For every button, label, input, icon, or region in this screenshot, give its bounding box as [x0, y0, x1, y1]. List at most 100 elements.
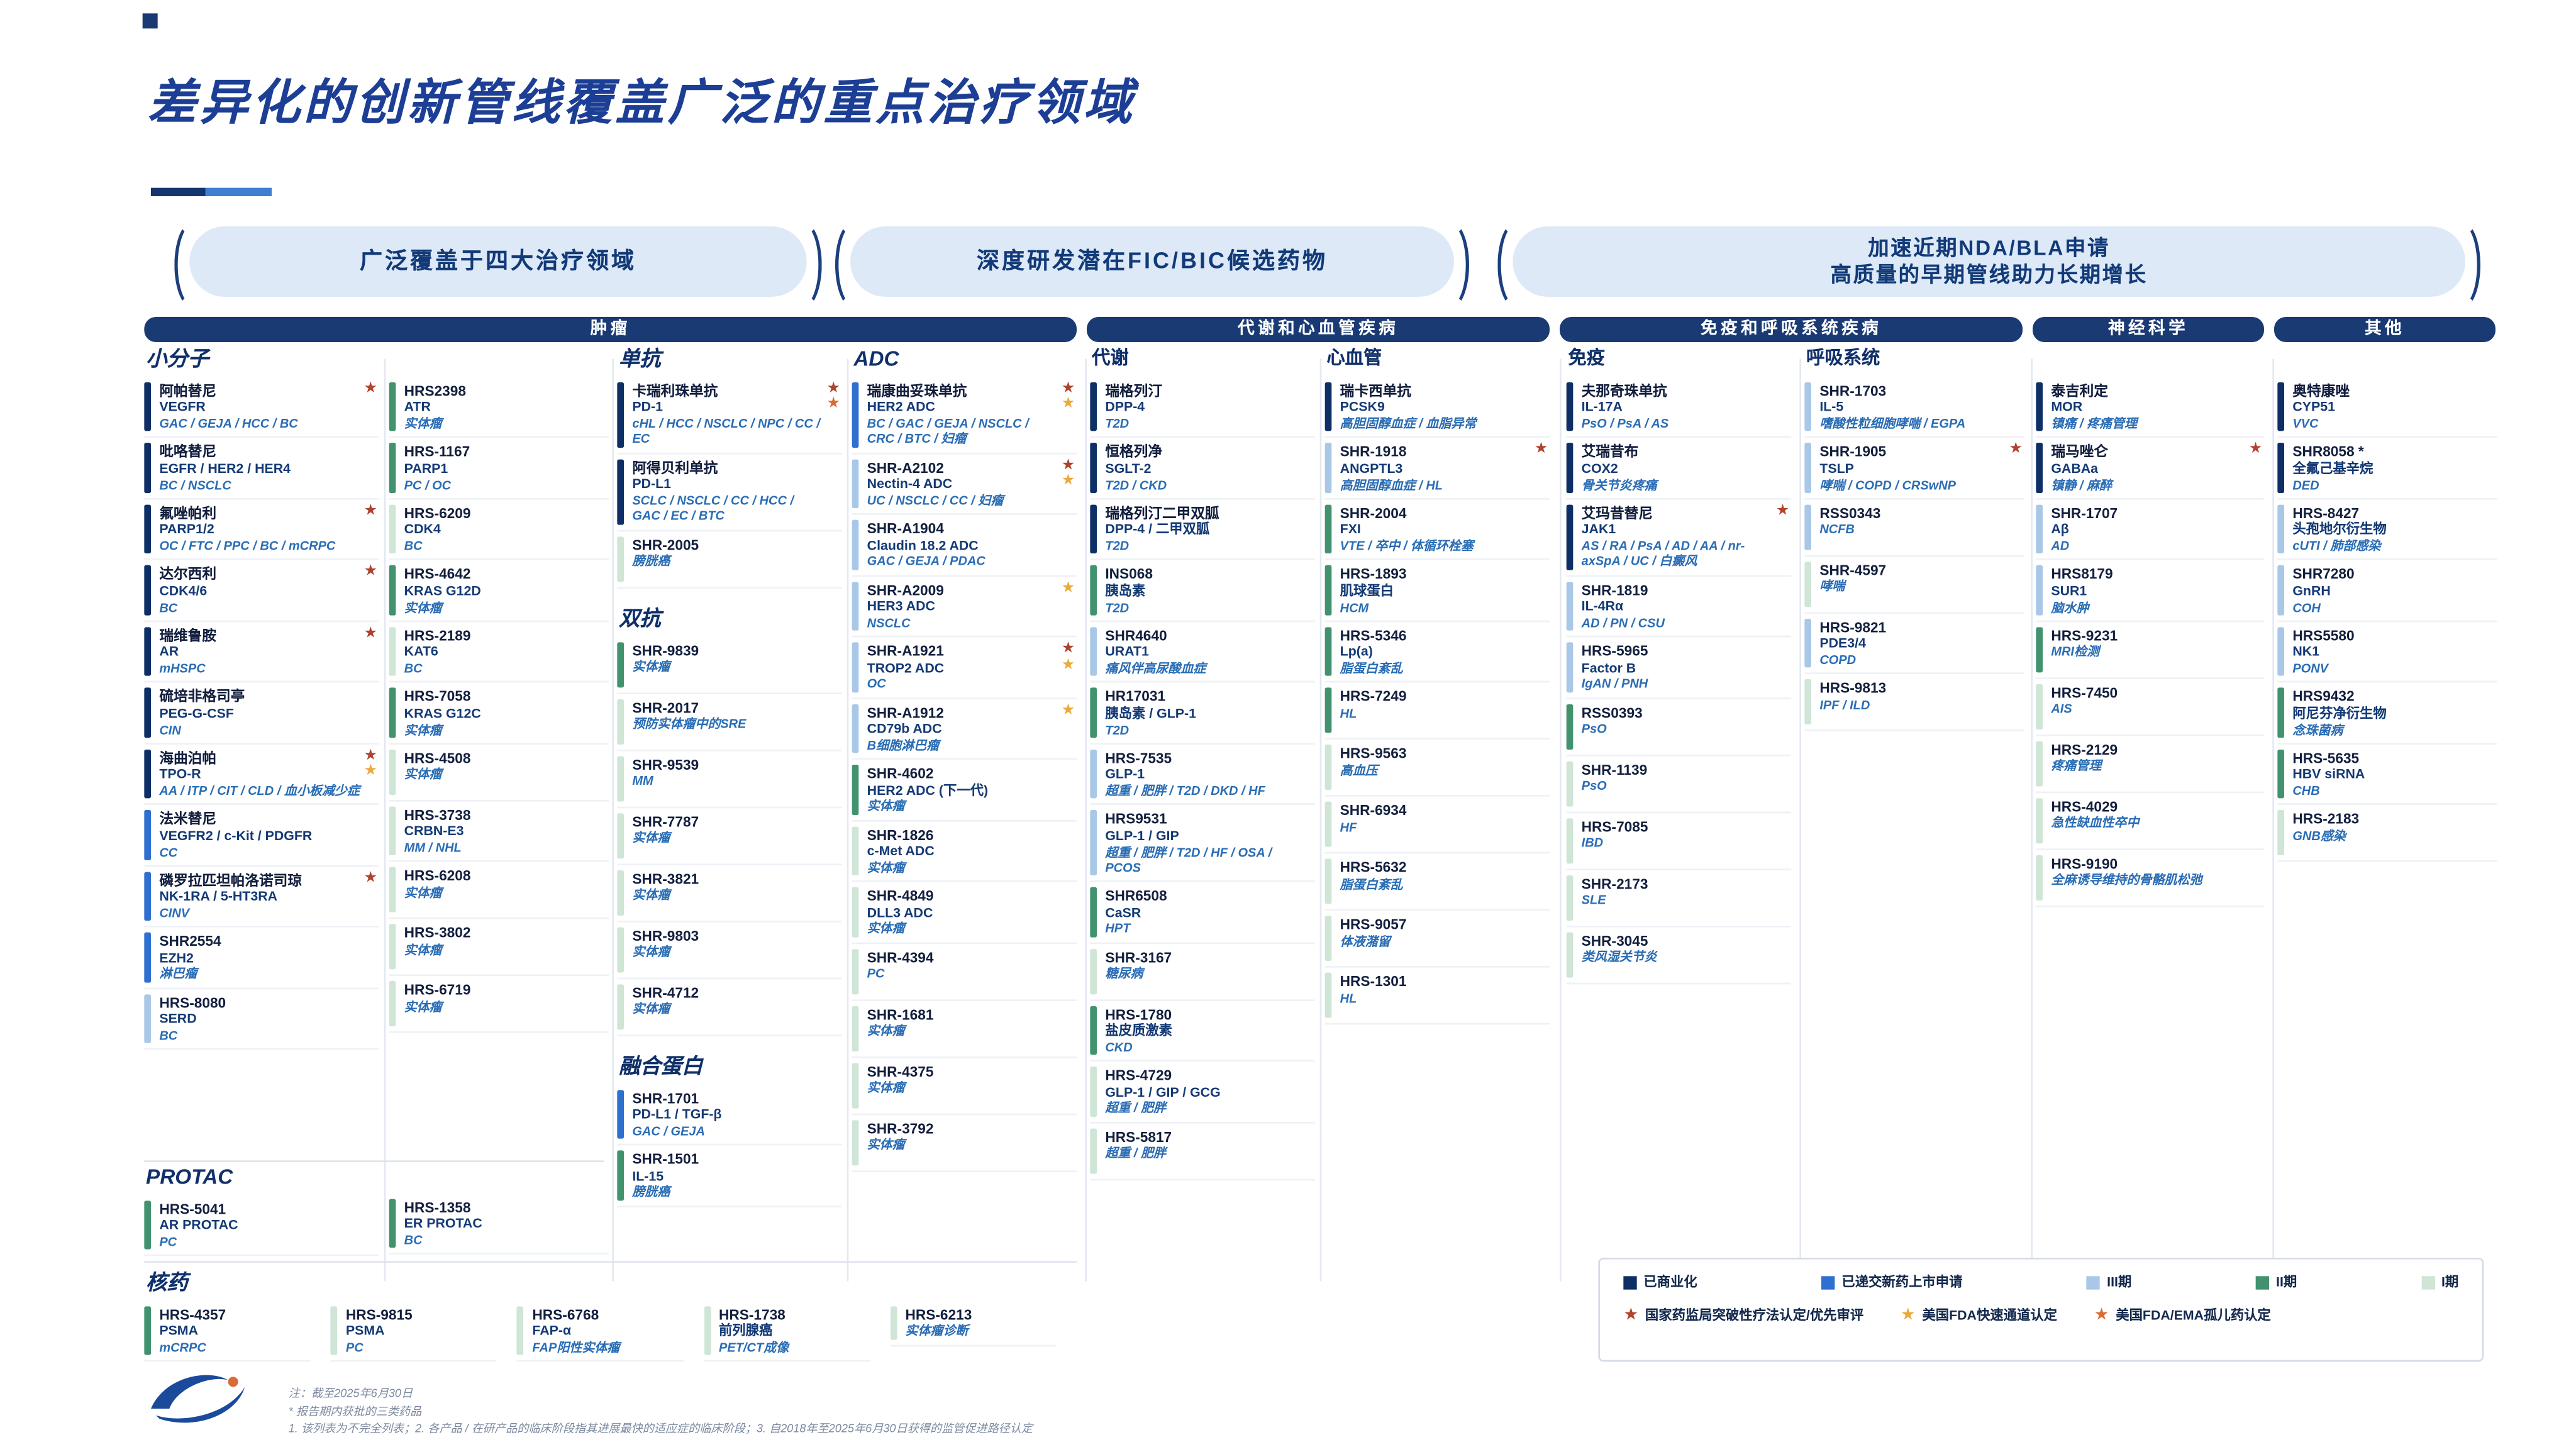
footnotes: 注：截至2025年6月30日 * 报告期内获批的三类药品 1. 该列表为不完全列…	[289, 1387, 1033, 1439]
phase-bar	[1566, 761, 1574, 807]
drug-target: 胰岛素	[1105, 583, 1146, 599]
drug-indications: AD / PN / CSU	[1581, 615, 1665, 631]
phase-bar	[1324, 443, 1332, 493]
drug-indications: AIS	[2051, 701, 2072, 717]
banner-four-areas: 广泛覆盖于四大治疗领域	[174, 221, 822, 309]
drug-name: SHR-3792	[867, 1119, 934, 1137]
drug-name: HRS-5965	[1581, 643, 1648, 660]
drug-name: 阿帕替尼	[159, 382, 217, 399]
section-label: 核药	[146, 1271, 188, 1295]
phase-bar	[1324, 504, 1332, 555]
drug-name: SHR-3045	[1581, 932, 1648, 949]
column-divider	[384, 358, 386, 1282]
banner-bracket-right-icon	[2443, 221, 2480, 309]
drug-target: 全氟己基辛烷	[2292, 460, 2373, 476]
phase-bar	[1566, 875, 1574, 921]
phase-bar	[1090, 1128, 1097, 1173]
phase-bar	[1090, 749, 1097, 799]
designation-stars: ★★	[1062, 456, 1075, 489]
drug-name: SHR-4394	[867, 948, 934, 966]
drug-name: HRS-9190	[2051, 855, 2118, 872]
phase-swatch-phase1	[2421, 1275, 2435, 1289]
drug-target: GABAa	[2051, 460, 2099, 476]
phase-bar	[617, 641, 624, 687]
legend-label: III期	[2107, 1274, 2132, 1290]
drug-indications: 全麻诱导维持的骨骼肌松弛	[2051, 872, 2202, 888]
phase-bar	[852, 520, 859, 570]
phase-swatch-phase2	[2256, 1275, 2270, 1289]
drug-name: SHR-1905	[1819, 443, 1887, 460]
drug-indications: 实体瘤	[632, 659, 670, 675]
drug-target: PSMA	[345, 1323, 385, 1339]
drug-target: DPP-4 / 二甲双胍	[1105, 522, 1210, 538]
drug-target: JAK1	[1581, 522, 1616, 538]
designation-stars: ★	[364, 379, 377, 396]
drug-indications: 高胆固醇血症 / 血脂异常	[1340, 416, 1477, 431]
phase-bar	[1566, 643, 1574, 692]
drug-target: KAT6	[404, 644, 438, 660]
drug-name: HRS-9815	[345, 1306, 413, 1323]
phase-bar	[144, 749, 151, 799]
drug-target: CYP51	[2292, 399, 2335, 415]
phase-bar	[1324, 973, 1332, 1019]
drug-name: HRS-9563	[1340, 745, 1407, 762]
drug-name: SHR-7787	[632, 812, 699, 830]
legend: 已商业化 已递交新药上市申请 III期 II期 I期 ★ 国家药监局突破	[1598, 1258, 2484, 1362]
drug-indications: NCFB	[1819, 522, 1855, 538]
drug-name: HRS-9813	[1819, 680, 1887, 697]
drug-name: 瑞维鲁胺	[159, 627, 217, 644]
section-label: 单抗	[619, 347, 661, 371]
drug-target: PEG-G-CSF	[159, 706, 234, 721]
drug-name: HRS-1780	[1105, 1006, 1172, 1023]
phase-bar	[1566, 382, 1574, 432]
drug-target: CRBN-E3	[404, 824, 464, 840]
drug-name: 阿得贝利单抗	[632, 459, 718, 476]
ft-star-icon: ★	[1061, 578, 1075, 596]
bt-star-icon: ★	[1061, 379, 1075, 396]
phase-bar	[389, 867, 396, 913]
section-label: 呼吸系统	[1806, 348, 1880, 369]
phase-bar	[389, 924, 396, 970]
legend-item-orphan-drug: ★ 美国FDA/EMA孤儿药认定	[2094, 1306, 2271, 1324]
drug-indications: mHSPC	[159, 660, 206, 676]
legend-label: 已递交新药上市申请	[1841, 1274, 1963, 1290]
legend-item-fast-track: ★ 美国FDA快速通道认定	[1901, 1306, 2057, 1324]
phase-bar	[1804, 504, 1811, 550]
banner-bracket-left-icon	[174, 221, 211, 309]
phase-bar	[389, 565, 396, 616]
drug-indications: cUTI / 肺部感染	[2292, 538, 2381, 554]
drug-target: IL-5	[1819, 399, 1844, 415]
bt-star-icon: ★	[364, 746, 377, 763]
